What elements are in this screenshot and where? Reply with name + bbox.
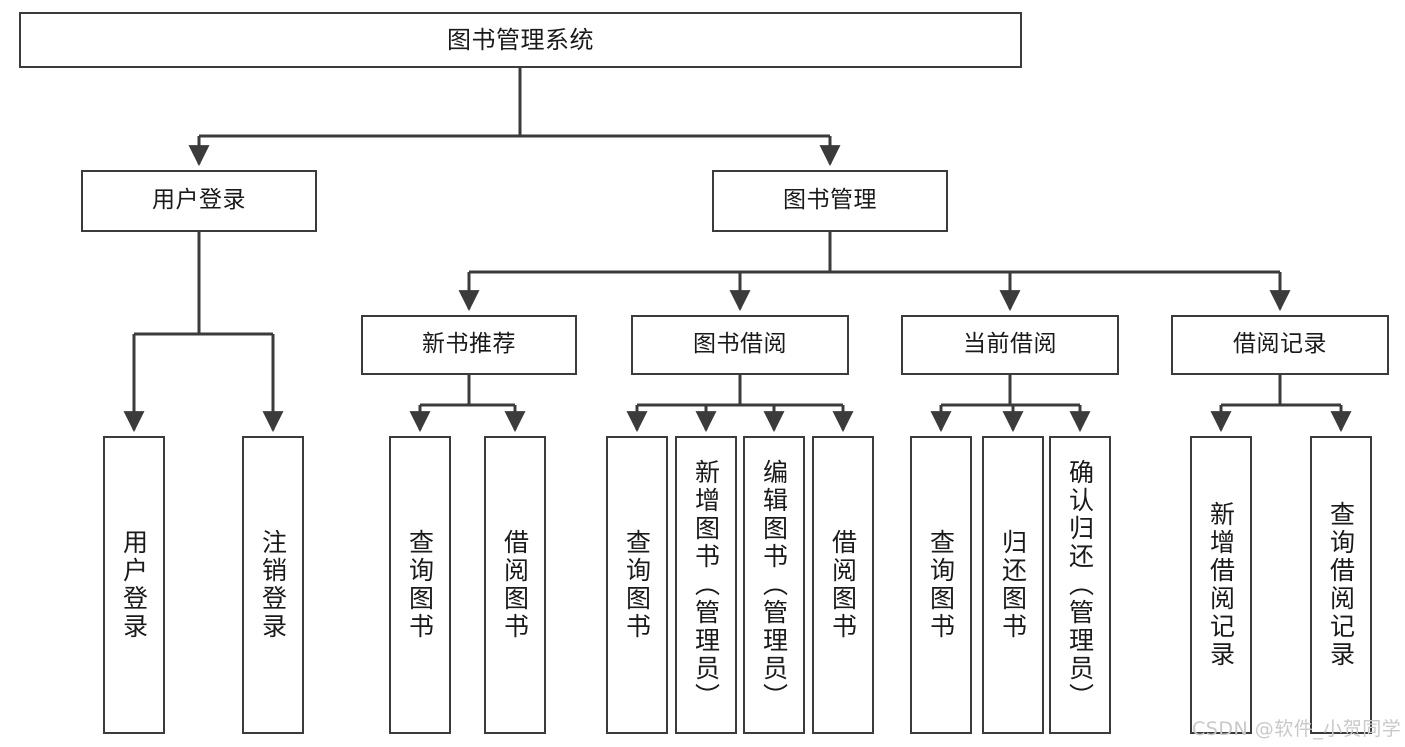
node-leaf-query-book-2[interactable]: 查询图书: [606, 436, 668, 734]
node-leaf-query-borrow-record-label: 查询借阅记录: [1326, 501, 1356, 669]
node-root-label: 图书管理系统: [447, 25, 594, 54]
node-book-borrow[interactable]: 图书借阅: [631, 315, 849, 375]
node-leaf-return-book[interactable]: 归还图书: [982, 436, 1044, 734]
node-book-borrow-label: 图书借阅: [693, 331, 787, 358]
node-new-book-recommend-label: 新书推荐: [422, 331, 516, 358]
node-leaf-query-book-3[interactable]: 查询图书: [910, 436, 972, 734]
node-user-login-label: 用户登录: [152, 187, 246, 214]
node-leaf-add-book-admin-label: 新增图书（管理员）: [691, 459, 721, 711]
node-leaf-borrow-book-2-label: 借阅图书: [828, 529, 858, 641]
node-root[interactable]: 图书管理系统: [19, 12, 1022, 68]
node-leaf-add-borrow-record-label: 新增借阅记录: [1206, 501, 1236, 669]
node-leaf-query-book-2-label: 查询图书: [622, 529, 652, 641]
node-leaf-confirm-return-admin-label: 确认归还（管理员）: [1065, 459, 1095, 711]
node-current-borrow-label: 当前借阅: [963, 331, 1057, 358]
node-borrow-record[interactable]: 借阅记录: [1171, 315, 1389, 375]
node-leaf-logout-label: 注销登录: [258, 529, 288, 641]
node-leaf-query-book-3-label: 查询图书: [926, 529, 956, 641]
watermark-text: CSDN @软件_小贺同学: [1192, 718, 1402, 740]
node-leaf-query-book-1[interactable]: 查询图书: [389, 436, 451, 734]
node-borrow-record-label: 借阅记录: [1233, 331, 1327, 358]
node-leaf-query-book-1-label: 查询图书: [405, 529, 435, 641]
node-user-login[interactable]: 用户登录: [81, 170, 317, 232]
node-leaf-edit-book-admin-label: 编辑图书（管理员）: [759, 459, 789, 711]
node-current-borrow[interactable]: 当前借阅: [901, 315, 1119, 375]
node-leaf-confirm-return-admin[interactable]: 确认归还（管理员）: [1049, 436, 1111, 734]
node-leaf-edit-book-admin[interactable]: 编辑图书（管理员）: [743, 436, 805, 734]
node-leaf-borrow-book-2[interactable]: 借阅图书: [812, 436, 874, 734]
node-new-book-recommend[interactable]: 新书推荐: [361, 315, 577, 375]
node-book-management[interactable]: 图书管理: [712, 170, 948, 232]
node-leaf-borrow-book-1-label: 借阅图书: [500, 529, 530, 641]
node-leaf-user-login[interactable]: 用户登录: [103, 436, 165, 734]
node-leaf-query-borrow-record[interactable]: 查询借阅记录: [1310, 436, 1372, 734]
node-leaf-add-book-admin[interactable]: 新增图书（管理员）: [675, 436, 737, 734]
node-leaf-borrow-book-1[interactable]: 借阅图书: [484, 436, 546, 734]
node-leaf-logout[interactable]: 注销登录: [242, 436, 304, 734]
node-leaf-return-book-label: 归还图书: [998, 529, 1028, 641]
node-leaf-add-borrow-record[interactable]: 新增借阅记录: [1190, 436, 1252, 734]
node-leaf-user-login-label: 用户登录: [119, 529, 149, 641]
node-book-management-label: 图书管理: [783, 187, 877, 214]
